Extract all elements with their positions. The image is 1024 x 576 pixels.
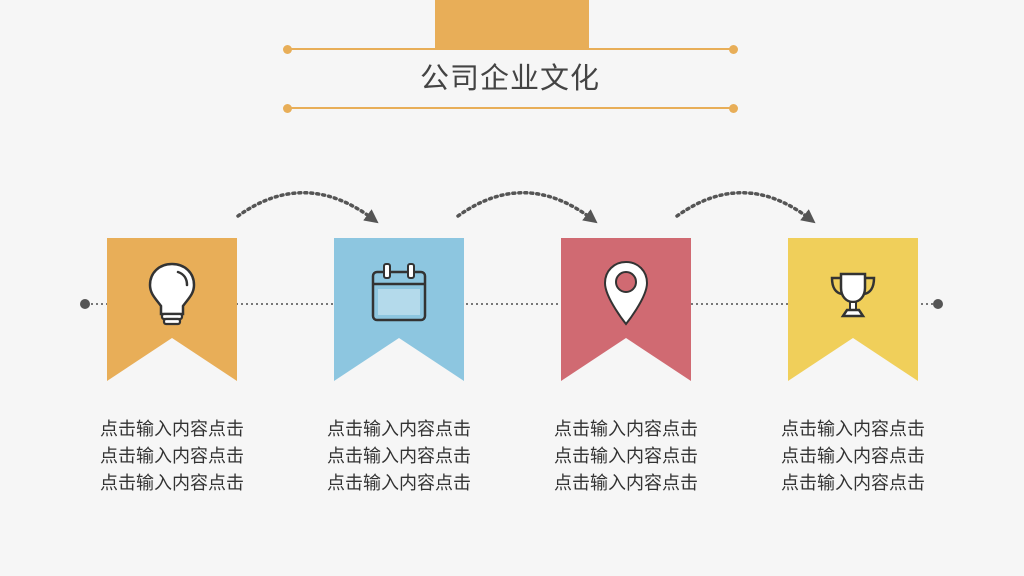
caption-line: 点击输入内容点击 [781,473,925,494]
caption-line: 点击输入内容点击 [100,446,244,467]
calendar-icon [371,263,427,322]
caption-line: 点击输入内容点击 [100,419,244,440]
step-flag-1 [107,238,237,381]
trophy-icon [830,272,876,318]
header-top-rule [287,48,733,50]
arrow-curve [456,191,598,224]
step-flag-2 [334,238,464,381]
step-flag-3 [561,238,691,381]
timeline-start-dot [80,299,90,309]
rule-dot [729,45,738,54]
caption-line: 点击输入内容点击 [554,473,698,494]
step-flag-4 [788,238,918,381]
caption-line: 点击输入内容点击 [100,473,244,494]
step-caption-1: 点击输入内容点击 点击输入内容点击 点击输入内容点击 [77,416,267,497]
step-caption-4: 点击输入内容点击 点击输入内容点击 点击输入内容点击 [758,416,948,497]
page-title: 公司企业文化 [419,61,600,95]
header-accent-block [435,0,589,49]
caption-line: 点击输入内容点击 [327,419,471,440]
timeline-end-dot [933,299,943,309]
step-caption-2: 点击输入内容点击 点击输入内容点击 点击输入内容点击 [304,416,494,497]
arrow-curve [236,191,379,224]
caption-line: 点击输入内容点击 [327,473,471,494]
lightbulb-icon [148,262,196,326]
caption-line: 点击输入内容点击 [781,419,925,440]
caption-line: 点击输入内容点击 [781,446,925,467]
rule-dot [283,45,292,54]
rule-dot [283,104,292,113]
step-caption-3: 点击输入内容点击 点击输入内容点击 点击输入内容点击 [531,416,721,497]
caption-line: 点击输入内容点击 [554,419,698,440]
header-bottom-rule [287,107,733,109]
arrow-curve [675,191,816,224]
map-pin-icon [603,260,649,326]
caption-line: 点击输入内容点击 [327,446,471,467]
caption-line: 点击输入内容点击 [554,446,698,467]
rule-dot [729,104,738,113]
